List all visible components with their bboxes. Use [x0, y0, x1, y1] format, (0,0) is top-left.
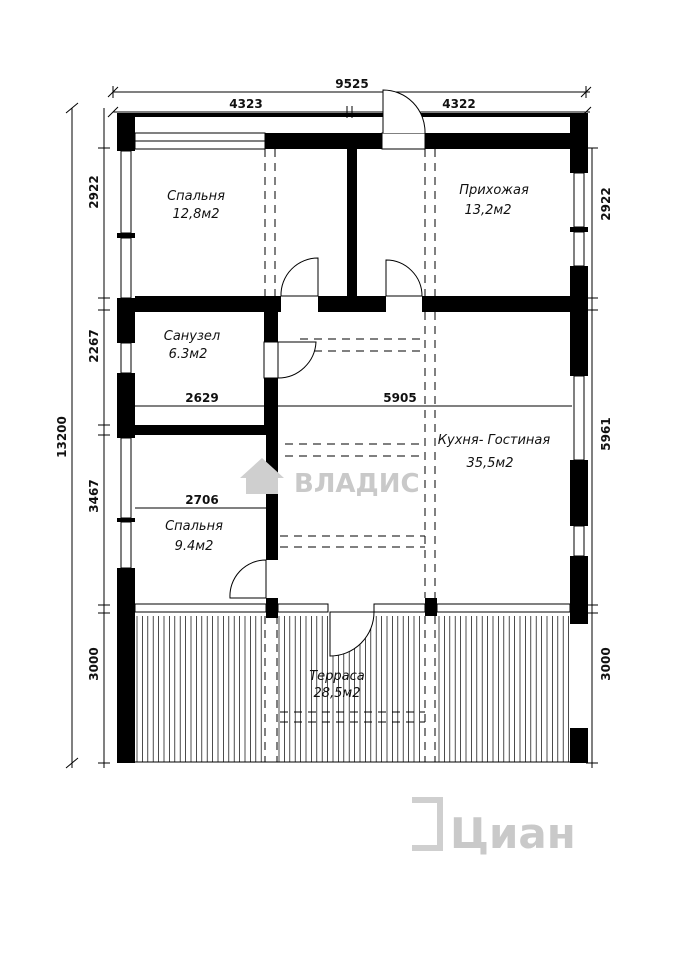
bedroom1-name: Спальня — [167, 189, 225, 204]
svg-text:ВЛАДИС: ВЛАДИС — [294, 469, 420, 499]
dim-right-width: 4322 — [442, 97, 475, 111]
terrace-name: Терраса — [309, 669, 365, 684]
watermark-cian: Циан — [412, 797, 576, 858]
dim-right-row3: 3000 — [599, 647, 613, 680]
dim-left-row4: 3000 — [87, 647, 101, 680]
dim-bedroom2-width: 2706 — [185, 493, 218, 507]
dimension-lines — [65, 86, 598, 769]
doors — [229, 89, 426, 657]
walls — [117, 113, 588, 763]
terrace-door — [329, 611, 375, 657]
kitchen-name: Кухня- Гостиная — [438, 433, 551, 448]
svg-text:Циан: Циан — [450, 809, 576, 858]
bedroom2-area: 9.4м2 — [175, 539, 214, 554]
dim-right-row2: 5961 — [599, 417, 613, 450]
bathroom-area: 6.3м2 — [169, 347, 208, 362]
bedroom2-door — [229, 559, 267, 599]
beam-lines — [264, 149, 436, 762]
dim-right-row1: 2922 — [599, 187, 613, 220]
terrace-decking — [136, 616, 569, 762]
dim-total-width: 9525 — [335, 77, 368, 91]
hall-door — [385, 259, 423, 297]
watermark-vladis: ВЛАДИС — [240, 458, 420, 499]
terrace-area: 28,5м2 — [313, 686, 360, 701]
cian-logo-icon — [412, 797, 443, 851]
entrance-door — [382, 89, 426, 134]
dim-left-width: 4323 — [229, 97, 262, 111]
bedroom1-door — [280, 257, 319, 297]
bedroom2-name: Спальня — [165, 519, 223, 534]
dim-total-height: 13200 — [55, 416, 69, 458]
dim-left-row3: 3467 — [87, 479, 101, 512]
house-icon — [240, 458, 284, 494]
dim-left-row2: 2267 — [87, 329, 101, 362]
dim-kitchen-width: 5905 — [383, 391, 416, 405]
bathroom-name: Санузел — [164, 329, 220, 344]
bathroom-door — [277, 341, 317, 379]
kitchen-area: 35,5м2 — [466, 456, 513, 471]
dim-left-row1: 2922 — [87, 175, 101, 208]
bedroom1-area: 12,8м2 — [172, 207, 219, 222]
hall-area: 13,2м2 — [464, 203, 511, 218]
dim-bath-width: 2629 — [185, 391, 218, 405]
hall-name: Прихожая — [459, 183, 529, 198]
